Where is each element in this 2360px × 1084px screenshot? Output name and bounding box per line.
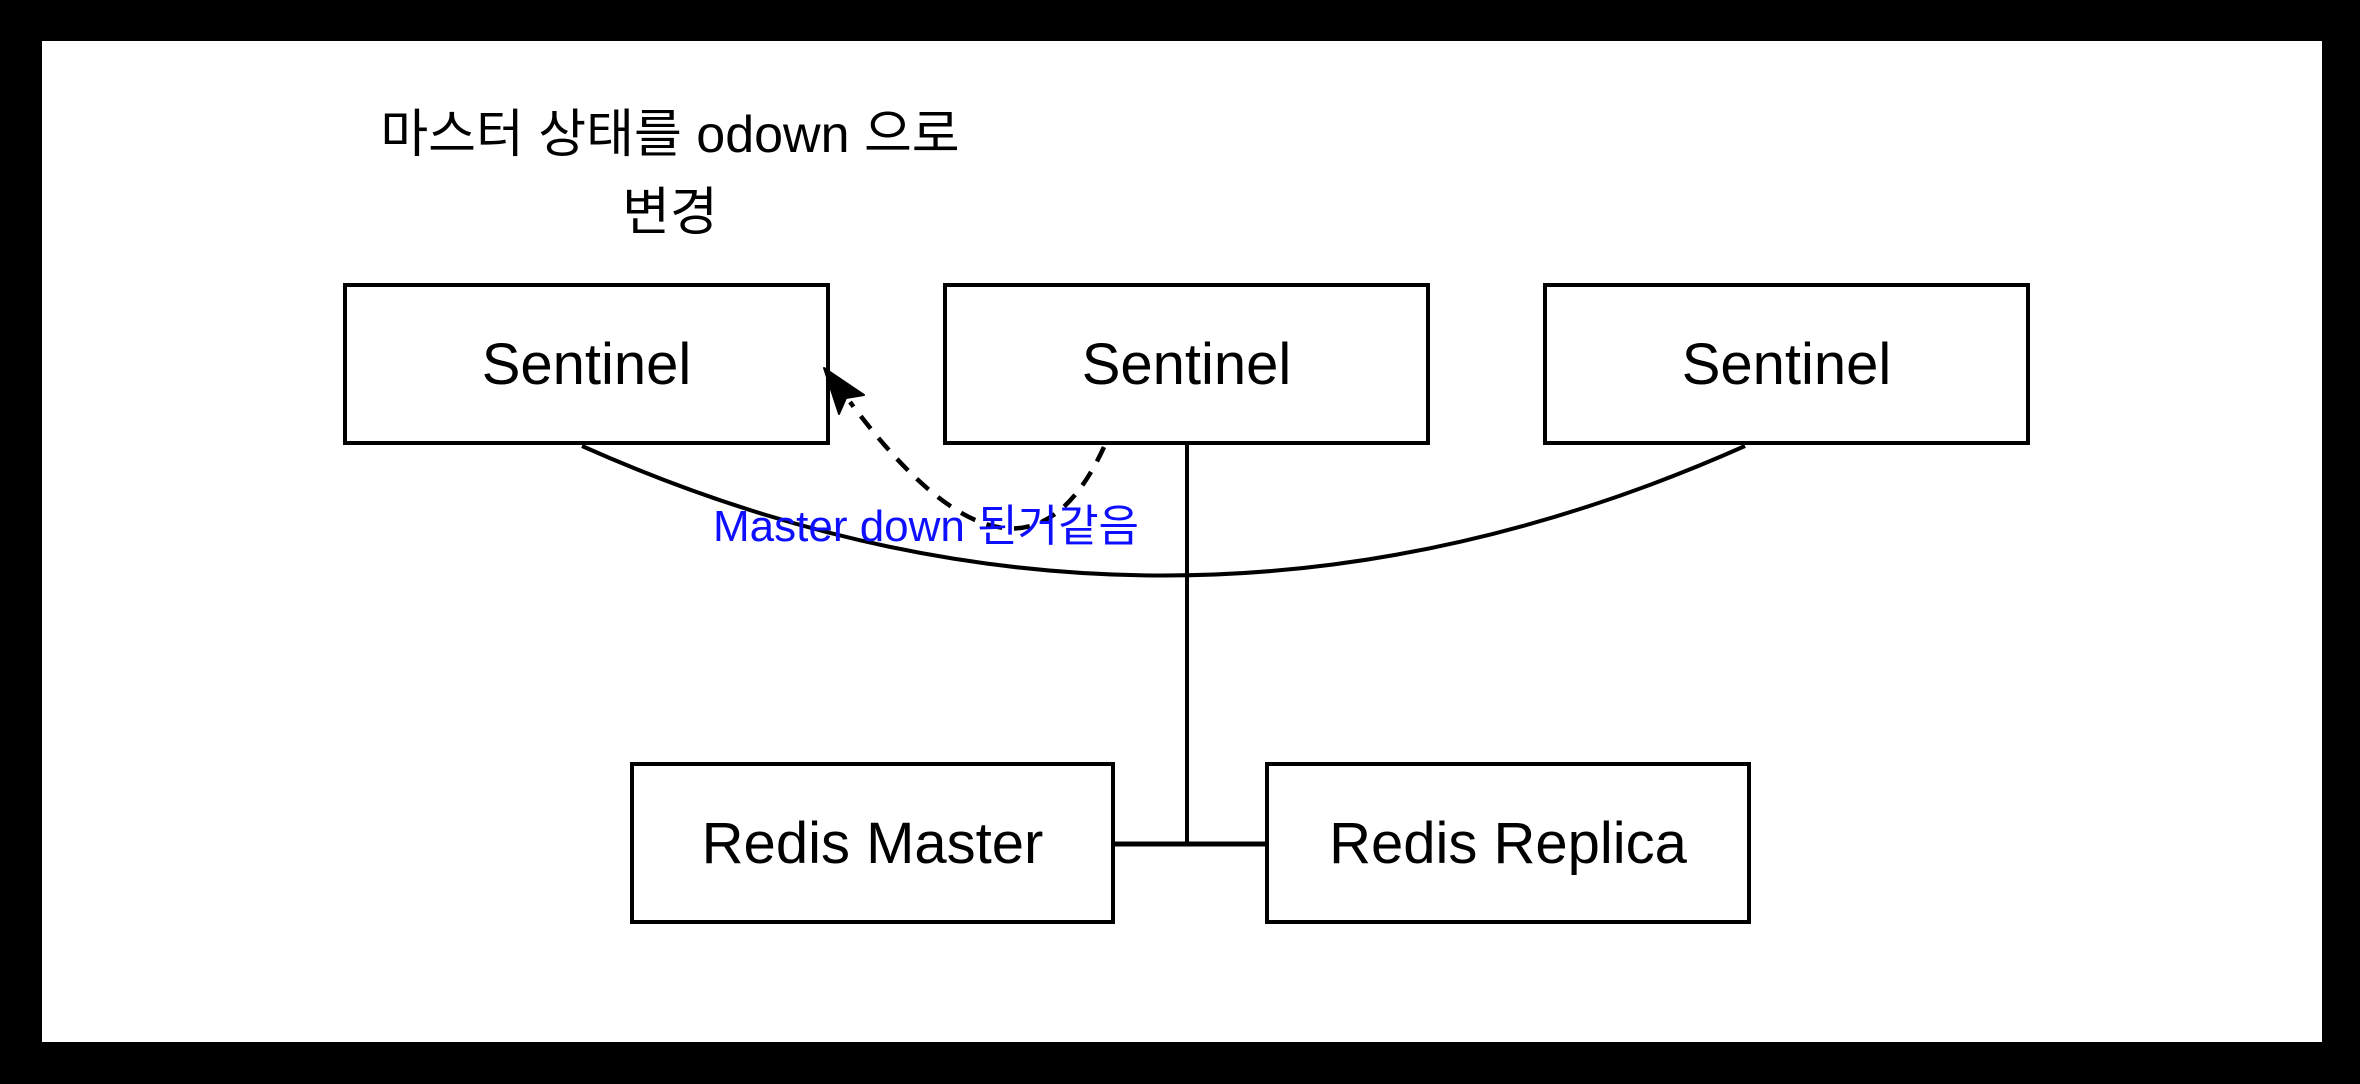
title-note: 마스터 상태를 odown 으로 변경 xyxy=(300,96,1040,252)
sentinel-1-label: Sentinel xyxy=(481,331,692,397)
master-down-annotation: Master down 된거같음 xyxy=(713,502,1140,551)
sentinel-3-label: Sentinel xyxy=(1681,331,1892,397)
sentinel-2-label: Sentinel xyxy=(1081,331,1292,397)
redis-replica-box: Redis Replica xyxy=(1265,762,1751,924)
title-note-line1: 마스터 상태를 odown 으로 xyxy=(380,106,960,164)
redis-replica-label: Redis Replica xyxy=(1329,810,1687,876)
sentinel-box-3: Sentinel xyxy=(1543,283,2030,445)
sentinel-box-2: Sentinel xyxy=(943,283,1430,445)
sentinel-box-1: Sentinel xyxy=(343,283,830,445)
title-note-line2: 변경 xyxy=(622,184,718,242)
redis-master-label: Redis Master xyxy=(701,810,1044,876)
redis-master-box: Redis Master xyxy=(630,762,1115,924)
